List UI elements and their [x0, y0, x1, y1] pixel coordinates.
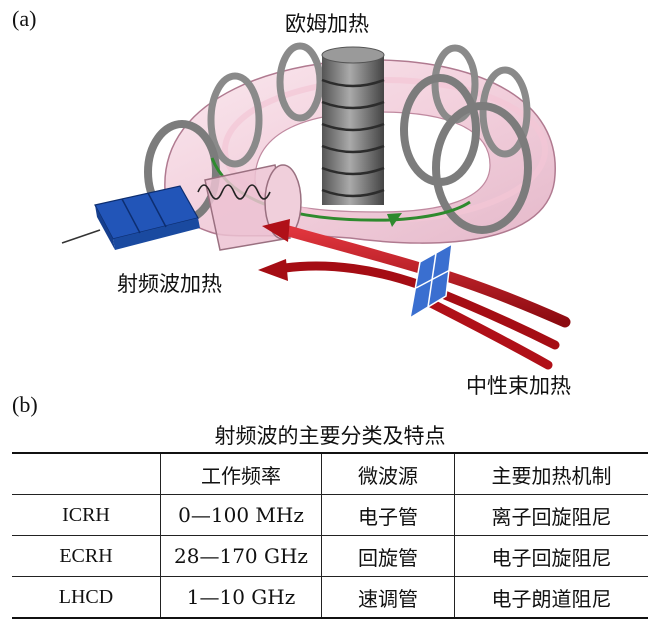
row-label: ECRH — [12, 535, 161, 577]
tokamak-heating-diagram — [61, 42, 571, 370]
label-rf-heating: 射频波加热 — [117, 272, 222, 296]
cell-mechanism: 电子朗道阻尼 — [454, 576, 648, 619]
table-row: LHCD 1—10 GHz 速调管 电子朗道阻尼 — [12, 576, 648, 619]
rf-wave — [197, 184, 271, 200]
header-cell-mechanism: 主要加热机制 — [454, 452, 648, 495]
cell-source: 速调管 — [321, 576, 455, 619]
rf-antenna — [61, 185, 200, 250]
panel-label-a: (a) — [12, 6, 37, 31]
cell-frequency: 28—170 GHz — [160, 535, 322, 577]
label-ohmic-heating: 欧姆加热 — [285, 12, 369, 36]
cell-frequency: 0—100 MHz — [160, 494, 322, 536]
cell-frequency: 1—10 GHz — [160, 576, 322, 619]
central-solenoid — [321, 46, 385, 205]
table-header-row: 工作频率 微波源 主要加热机制 — [12, 452, 648, 495]
beam-grid — [408, 242, 453, 320]
table-row: ECRH 28—170 GHz 回旋管 电子回旋阻尼 — [12, 535, 648, 577]
table-row: ICRH 0—100 MHz 电子管 离子回旋阻尼 — [12, 494, 648, 536]
table-caption: 射频波的主要分类及特点 — [214, 424, 446, 448]
cell-mechanism: 电子回旋阻尼 — [454, 535, 648, 577]
neutral-beams — [258, 219, 571, 370]
cell-mechanism: 离子回旋阻尼 — [454, 494, 648, 536]
header-cell-frequency: 工作频率 — [160, 452, 322, 495]
rf-heating-table: 工作频率 微波源 主要加热机制 ICRH 0—100 MHz 电子管 离子回旋阻… — [12, 452, 648, 619]
cell-source: 回旋管 — [321, 535, 455, 577]
header-cell-source: 微波源 — [321, 452, 455, 495]
cell-source: 电子管 — [321, 494, 455, 536]
label-neutral-beam-heating: 中性束加热 — [466, 374, 571, 398]
toroidal-field-coils-back — [207, 42, 531, 168]
row-label: LHCD — [12, 576, 161, 619]
row-label: ICRH — [12, 494, 161, 536]
panel-label-b: (b) — [12, 392, 38, 417]
header-cell — [12, 452, 161, 495]
